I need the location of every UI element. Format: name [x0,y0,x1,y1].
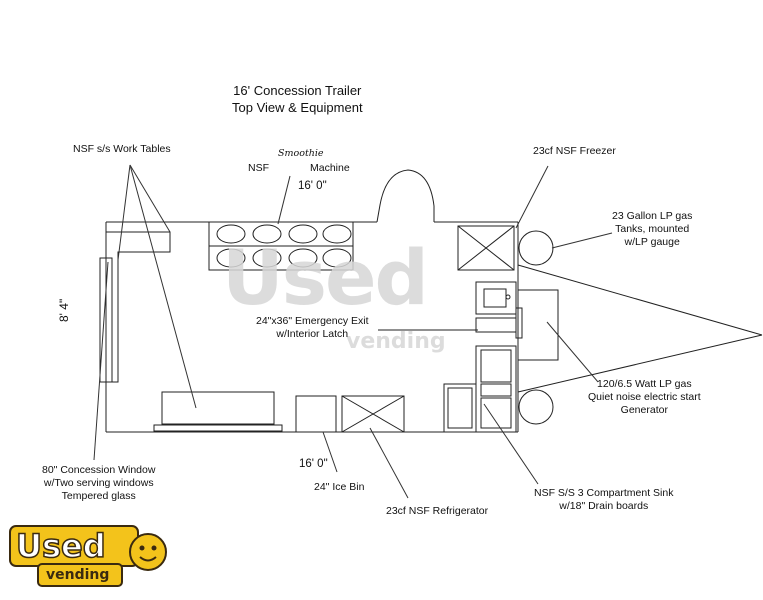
lp-tank-bottom-icon [518,389,554,425]
gen-line-2: Quiet noise electric start [588,391,701,403]
label-smoothie-machine: Machine [310,162,350,174]
used-vending-logo: Used vending [8,522,170,592]
exit-line-1: 24"x36" Emergency Exit [256,315,369,327]
freezer-box [457,225,515,271]
label-smoothie-handwritten: Smoothie [278,148,324,159]
gen-line-1: 120/6.5 Watt LP gas [597,378,692,390]
lp-line-1: 23 Gallon LP gas [612,210,693,222]
trailer-hitch [517,264,763,393]
logo-vending-text: vending [46,567,110,583]
label-side-dimension: 8' 4" [57,298,71,322]
diagram-title: 16' Concession Trailer Top View & Equipm… [232,82,363,116]
smoothie-machines [208,221,354,271]
sink-line-1: NSF S/S 3 Compartment Sink [534,487,674,499]
label-bottom-dimension: 16' 0" [299,458,328,470]
label-refrigerator: 23cf NSF Refrigerator [386,505,489,517]
window-line-3: Tempered glass [61,490,136,502]
label-emergency-exit: 24"x36" Emergency Exit w/Interior Latch [256,315,369,341]
window-line-1: 80" Concession Window [42,464,156,476]
door-swing [376,169,435,223]
sink-line-2: w/18" Drain boards [559,500,649,512]
three-compartment-sink [443,345,517,433]
ice-bin-box [295,395,337,433]
label-smoothie-nsf: NSF [248,162,269,174]
label-generator: 120/6.5 Watt LP gas Quiet noise electric… [588,378,701,417]
leader-lines [93,164,613,499]
logo-used-text: Used [15,526,106,566]
hand-sink [475,281,517,315]
label-sink: NSF S/S 3 Compartment Sink w/18" Drain b… [534,487,673,513]
label-freezer: 23cf NSF Freezer [533,145,616,157]
work-tables [99,231,283,432]
label-lp-tanks: 23 Gallon LP gas Tanks, mounted w/LP gau… [612,210,692,249]
label-top-dimension: 16' 0" [298,180,327,192]
label-ice-bin: 24" Ice Bin [314,481,365,493]
title-line-2: Top View & Equipment [232,100,363,115]
watermark-used: Used [222,233,429,322]
generator-panel [515,307,523,339]
label-concession-window: 80" Concession Window w/Two serving wind… [42,464,155,503]
lp-tank-top-icon [518,230,554,266]
title-line-1: 16' Concession Trailer [233,83,362,98]
window-line-2: w/Two serving windows [43,477,154,489]
refrigerator-box [341,395,405,433]
gen-line-3: Generator [620,404,668,416]
exit-hatch [475,317,517,333]
lp-line-2: Tanks, mounted [615,223,690,235]
label-work-tables: NSF s/s Work Tables [73,143,171,155]
lp-line-3: w/LP gauge [624,236,680,248]
watermark-vending: vending [346,329,446,354]
exit-line-2: w/Interior Latch [276,328,349,340]
logo-graphic [9,525,167,587]
generator-box [517,289,559,361]
